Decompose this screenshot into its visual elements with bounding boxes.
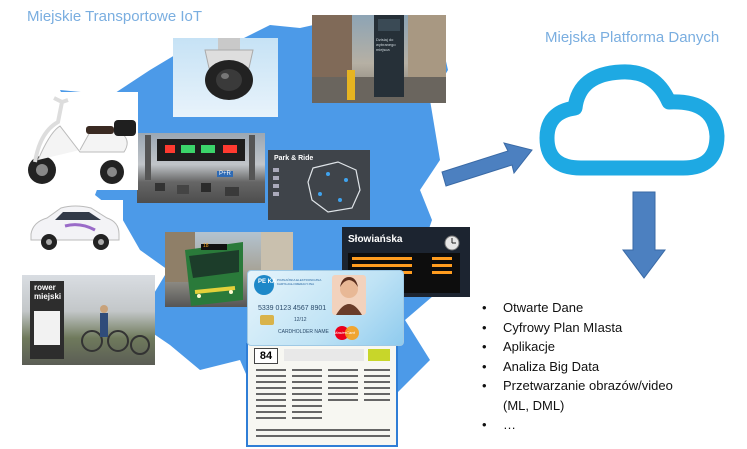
electric-scooter-photo — [20, 92, 138, 190]
bike-info-sign-photo: Dzisiaj do wybranego miejsca — [312, 15, 446, 103]
bike-station-photo: rower miejski — [22, 275, 155, 365]
card-holder-name: CARDHOLDER NAME — [278, 329, 329, 335]
card-issuer-code: PE KA — [258, 279, 277, 285]
car-sharing-photo — [25, 200, 123, 252]
card-brand: MasterCard — [334, 330, 355, 335]
feature-list: Otwarte Dane Cyfrowy Plan MIasta Aplikac… — [480, 298, 673, 435]
card-issuer-text: POZNAŃSKA ELEKTRONICZNA KARTA AGLOMERACY… — [277, 278, 322, 286]
cloud-icon — [539, 64, 725, 176]
city-card-photo: PE KA POZNAŃSKA ELEKTRONICZNA KARTA AGLO… — [247, 270, 404, 346]
list-item: Przetwarzanie obrazów/video — [480, 376, 673, 396]
park-ride-title: Park & Ride — [274, 155, 314, 162]
list-item-continuation: (ML, DML) — [503, 397, 565, 413]
highway-sign-label: P+R — [217, 171, 233, 177]
arrow-right-icon — [441, 142, 533, 187]
right-title: Miejska Platforma Danych — [545, 29, 720, 46]
timetable-line-number: 84 — [254, 348, 278, 364]
board-station-name: Słowiańska — [348, 234, 403, 245]
tram-number: 18 — [203, 243, 209, 249]
bike-sign-caption: Dzisiaj do wybranego miejsca — [376, 37, 396, 52]
card-number: 5339 0123 4567 8901 — [258, 305, 327, 312]
timetable-photo: 84 — [246, 343, 398, 447]
surveillance-camera-photo — [173, 38, 278, 117]
arrow-down-icon — [622, 191, 666, 279]
list-item: Aplikacje — [480, 337, 673, 357]
list-item: Otwarte Dane — [480, 298, 673, 318]
bike-station-label: rower miejski — [34, 283, 62, 301]
list-item: Cyfrowy Plan MIasta — [480, 318, 673, 338]
tram-photo: 18 — [165, 232, 293, 307]
highway-sign-photo: P+R — [137, 133, 265, 203]
list-item: … — [480, 415, 673, 435]
park-and-ride-map-photo: Park & Ride — [268, 150, 370, 220]
left-title: Miejskie Transportowe IoT — [27, 8, 203, 25]
list-item: Analiza Big Data — [480, 357, 673, 377]
card-valid-thru: 12/12 — [294, 317, 307, 323]
